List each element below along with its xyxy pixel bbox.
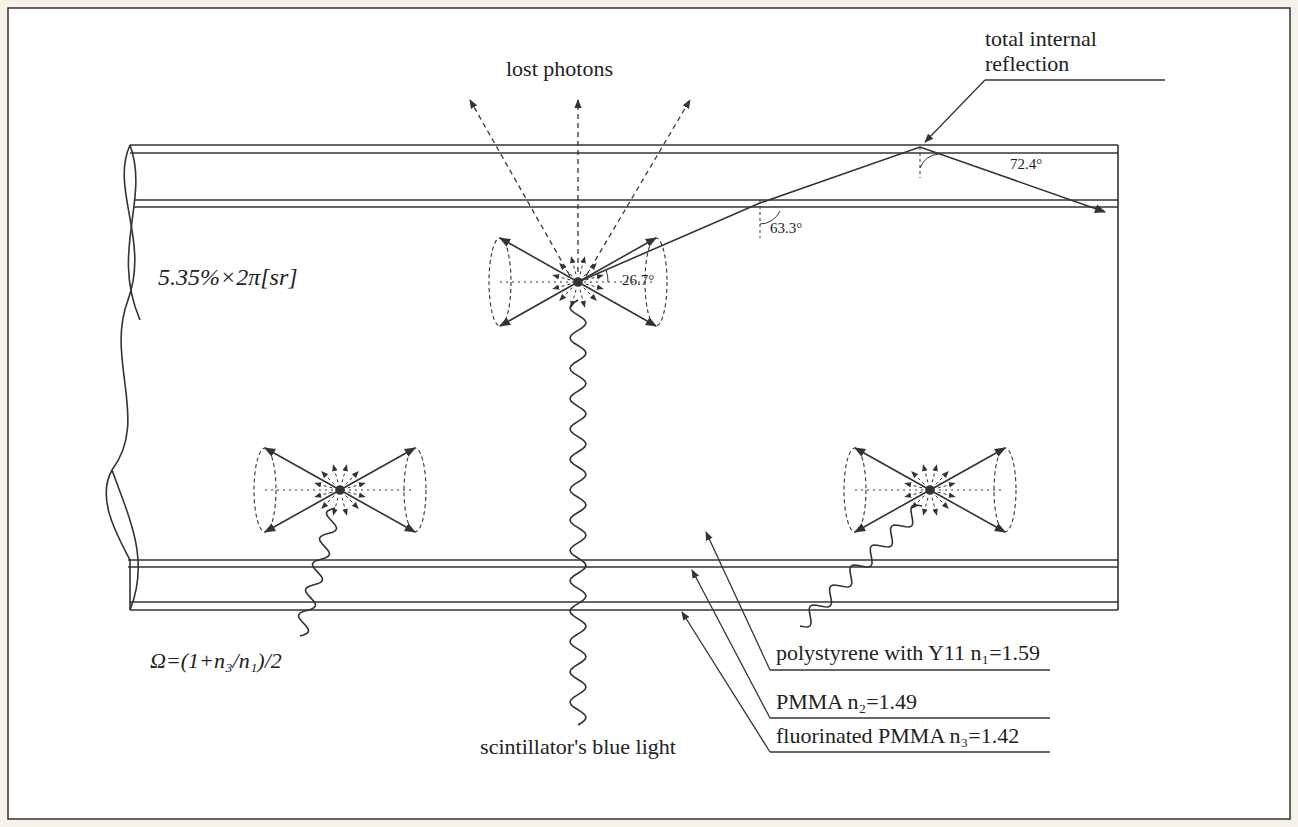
isotropic-photon [346, 496, 359, 509]
frame [8, 8, 1290, 819]
layer-label: PMMA n₂=1.49 [776, 689, 917, 714]
isotropic-photon [932, 498, 937, 515]
formula-label: Ω=(1+n₃/n₁)/2 [150, 648, 282, 673]
isotropic-photon [342, 465, 347, 482]
isotropic-photon [923, 498, 928, 515]
isotropic-photon [586, 284, 603, 289]
wavy-light [570, 300, 586, 725]
isotropic-photon [584, 288, 597, 301]
isotropic-photon [322, 472, 335, 485]
wavy-light [299, 508, 337, 636]
cone-edge [855, 448, 930, 490]
isotropic-photon [912, 496, 925, 509]
isotropic-photon [938, 483, 955, 488]
isotropic-photon [322, 496, 335, 509]
isotropic-photon [936, 496, 949, 509]
isotropic-photon [932, 465, 937, 482]
cone-edge [340, 490, 415, 532]
isotropic-photon [580, 257, 585, 274]
leader-lines [682, 80, 1165, 752]
emission-cone [254, 448, 426, 532]
lost-photon-arrows [470, 100, 690, 276]
isotropic-photon [905, 492, 922, 497]
isotropic-photon [315, 483, 332, 488]
callout-label: total internal reflection [985, 26, 1170, 77]
cone-edge [930, 448, 1005, 490]
isotropic-photon [348, 492, 365, 497]
cone-edge [578, 282, 656, 326]
isotropic-photon [580, 290, 585, 307]
isotropic-photon [912, 472, 925, 485]
isotropic-photon [348, 483, 365, 488]
isotropic-photon [936, 472, 949, 485]
cone-rim [994, 448, 1016, 532]
emission-point [926, 486, 934, 494]
isotropic-photon [333, 498, 338, 515]
isotropic-photon [905, 483, 922, 488]
fiber-layers [106, 145, 1118, 610]
emission-cones [254, 238, 1016, 532]
photon-label: lost photons [506, 56, 613, 81]
cone-rim [404, 448, 426, 532]
isotropic-photon [938, 492, 955, 497]
cone-edge [930, 490, 1005, 532]
light-ray [578, 147, 1105, 282]
isotropic-photon [560, 288, 573, 301]
isotropic-photon [333, 465, 338, 482]
layer-label: polystyrene with Y11 n₁=1.59 [776, 640, 1040, 665]
isotropic-photon [553, 284, 570, 289]
emission-point [336, 486, 344, 494]
cone-edge [340, 448, 415, 490]
cone-edge [265, 448, 340, 490]
isotropic-photon [923, 465, 928, 482]
angle-label: 72.4° [1010, 156, 1042, 173]
angle-label: 63.3° [770, 220, 802, 237]
light-label: scintillator's blue light [478, 734, 678, 759]
layer-label: fluorinated PMMA n₃=1.42 [776, 723, 1019, 748]
solid-angle-label: 5.35%×2π[sr] [158, 264, 298, 292]
isotropic-photon [571, 257, 576, 274]
isotropic-photon [553, 275, 570, 280]
isotropic-photon [346, 472, 359, 485]
wavy-light [800, 505, 922, 627]
cone-edge [500, 282, 578, 326]
cone-edge [500, 238, 578, 282]
isotropic-photon [315, 492, 332, 497]
isotropic-photon [560, 264, 573, 277]
emission-cone [844, 448, 1016, 532]
angle-label: 26.7° [622, 272, 654, 289]
isotropic-photon [342, 498, 347, 515]
